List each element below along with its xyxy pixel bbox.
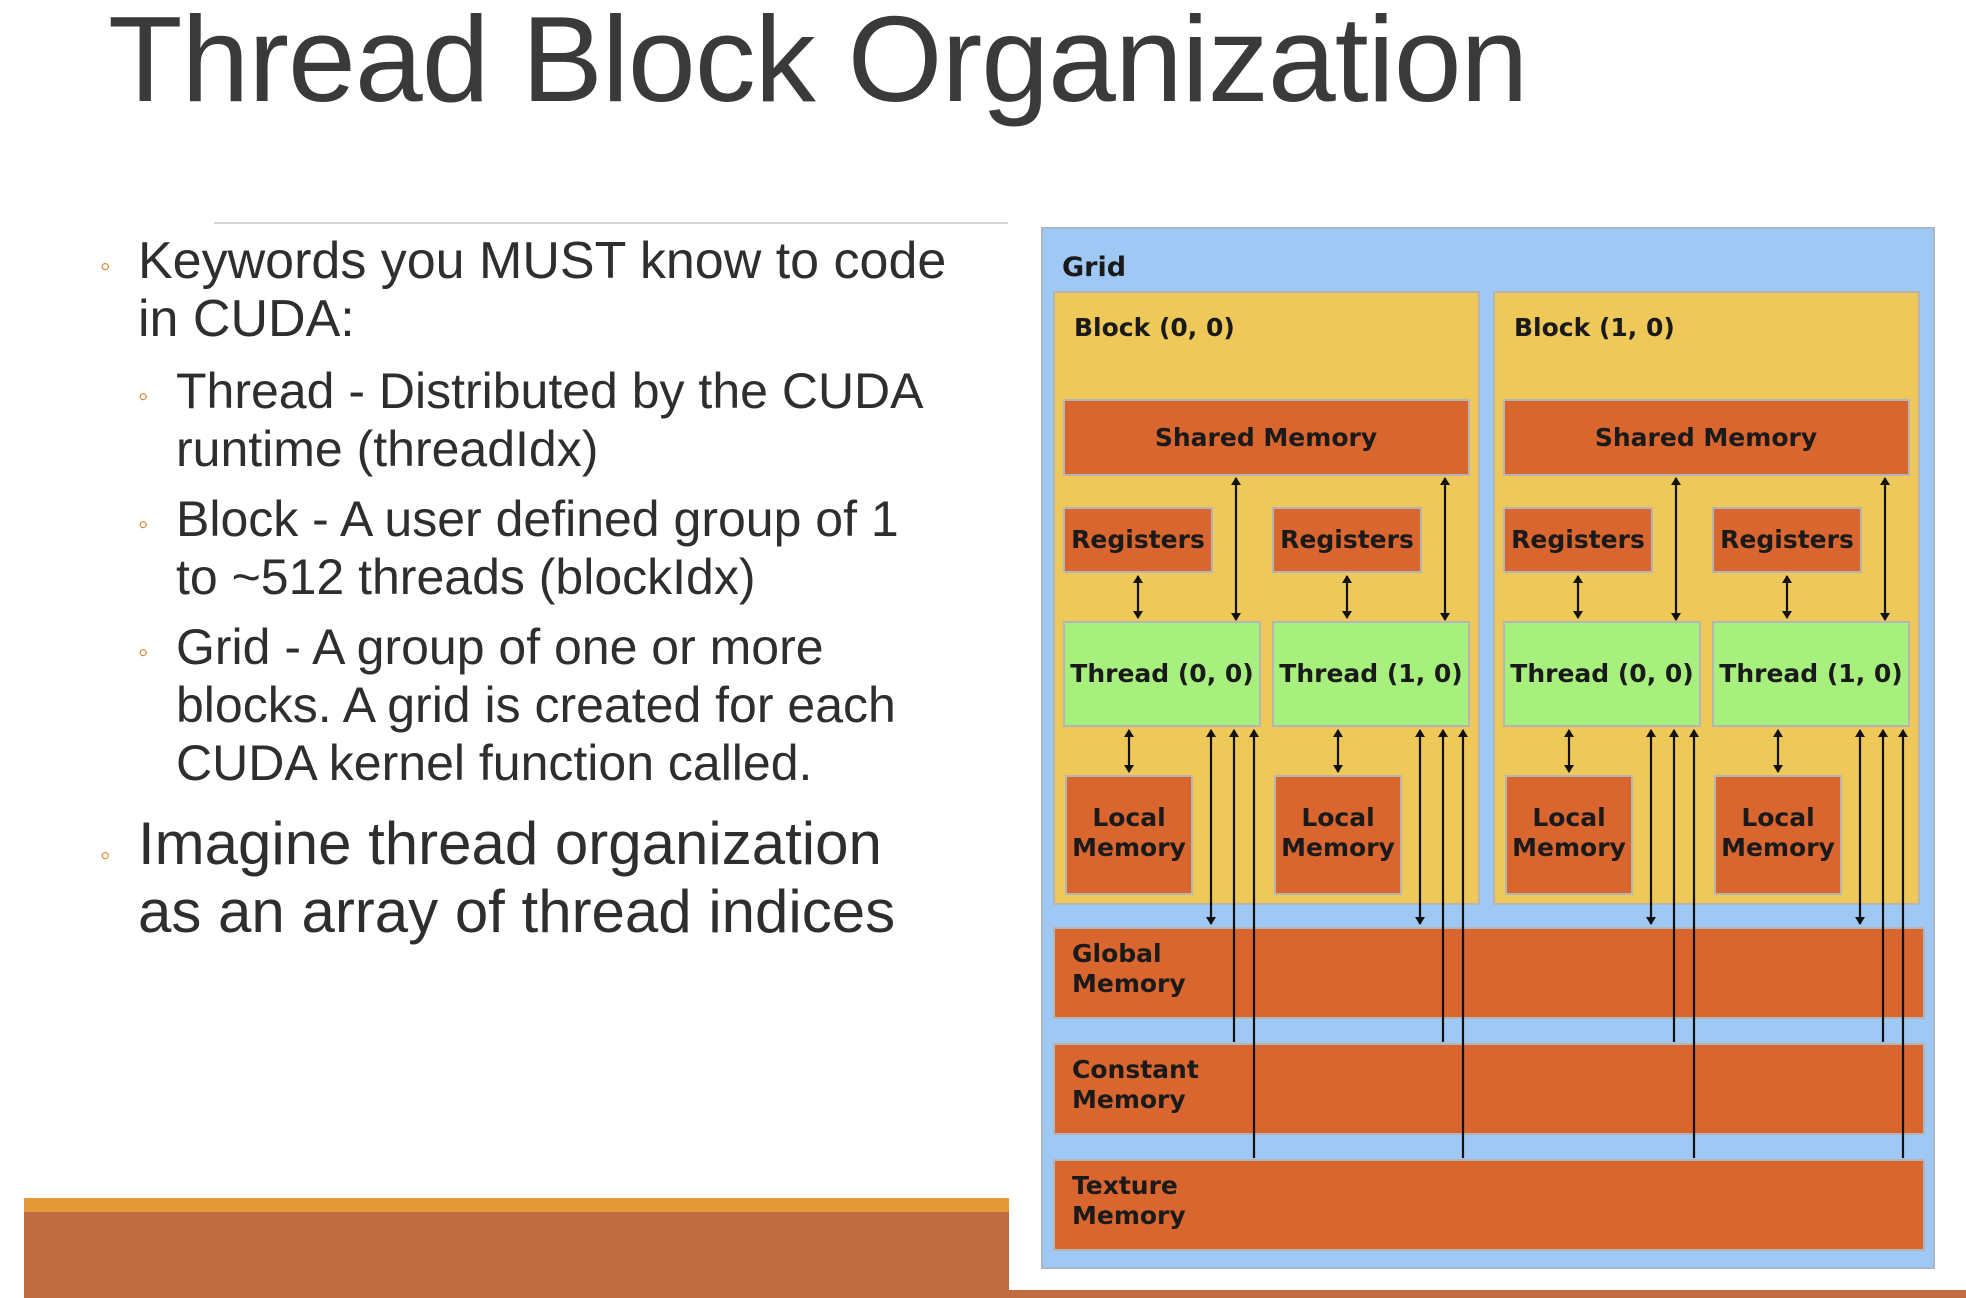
memory-label: Memory [1072,969,1186,998]
bullet-text: Thread - Distributed by the CUDA runtime… [176,363,924,477]
bullet-marker: ◦ [100,839,111,872]
memory-label: Memory [1072,1201,1186,1230]
thread-label: Thread (0, 0) [1510,659,1693,688]
thread [1272,621,1470,727]
local-memory-label: Memory [1721,833,1835,862]
shared-memory-label: Shared Memory [1155,423,1377,452]
shared-memory-label: Shared Memory [1595,423,1817,452]
memory-label: Texture [1072,1171,1178,1200]
slide-title: Thread Block Organization [108,0,1528,127]
bullet-item: ◦ Imagine thread organization as an arra… [100,810,1000,946]
local-memory [1065,775,1193,895]
bullet-marker: ◦ [138,508,149,541]
title-divider [214,222,1008,224]
local-memory [1714,775,1842,895]
bullet-text: Imagine thread organization as an array … [138,810,896,945]
local-memory-label: Memory [1072,833,1186,862]
thread [1063,621,1261,727]
bullet-list: ◦ Keywords you MUST know to code in CUDA… [100,232,1000,946]
sub-bullet-item: ◦ Block - A user defined group of 1 to ~… [138,490,1000,606]
memory-label: Memory [1072,1085,1186,1114]
bullet-text: Grid - A group of one or more blocks. A … [176,619,896,791]
local-memory-label: Memory [1512,833,1626,862]
local-memory-label: Local [1532,803,1605,832]
registers [1712,507,1862,573]
grid-label: Grid [1062,252,1126,283]
thread-label: Thread (1, 0) [1719,659,1902,688]
local-memory [1505,775,1633,895]
bullet-marker: ◦ [138,380,149,413]
memory-bar [1053,1043,1925,1135]
registers-label: Registers [1720,525,1854,554]
registers-label: Registers [1280,525,1414,554]
cuda-memory-diagram: GridGlobalMemoryConstantMemoryTextureMem… [1041,227,1935,1269]
local-memory [1274,775,1402,895]
shared-memory [1063,399,1470,476]
local-memory-label: Local [1741,803,1814,832]
footer-band [24,1212,1009,1298]
shared-memory [1503,399,1910,476]
thread [1503,621,1701,727]
memory-bar [1053,927,1925,1019]
block-label: Block (0, 0) [1074,313,1235,342]
thread-label: Thread (0, 0) [1070,659,1253,688]
registers [1063,507,1213,573]
bullet-item: ◦ Keywords you MUST know to code in CUDA… [100,232,1000,348]
footer-band-right [1008,1290,1966,1298]
sub-bullet-item: ◦ Grid - A group of one or more blocks. … [138,618,1000,792]
local-memory-label: Memory [1281,833,1395,862]
thread [1712,621,1910,727]
registers-label: Registers [1071,525,1205,554]
memory-label: Constant [1072,1055,1199,1084]
block-label: Block (1, 0) [1514,313,1675,342]
local-memory-label: Local [1301,803,1374,832]
thread-label: Thread (1, 0) [1279,659,1462,688]
bullet-text: Keywords you MUST know to code in CUDA: [138,232,947,348]
registers [1272,507,1422,573]
registers-label: Registers [1511,525,1645,554]
bullet-marker: ◦ [138,636,149,669]
local-memory-label: Local [1092,803,1165,832]
memory-label: Global [1072,939,1162,968]
memory-bar [1053,1159,1925,1251]
bullet-text: Block - A user defined group of 1 to ~51… [176,491,899,605]
registers [1503,507,1653,573]
sub-bullet-item: ◦ Thread - Distributed by the CUDA runti… [138,362,1000,478]
bullet-marker: ◦ [100,250,111,283]
footer-accent-stripe [24,1198,1009,1212]
